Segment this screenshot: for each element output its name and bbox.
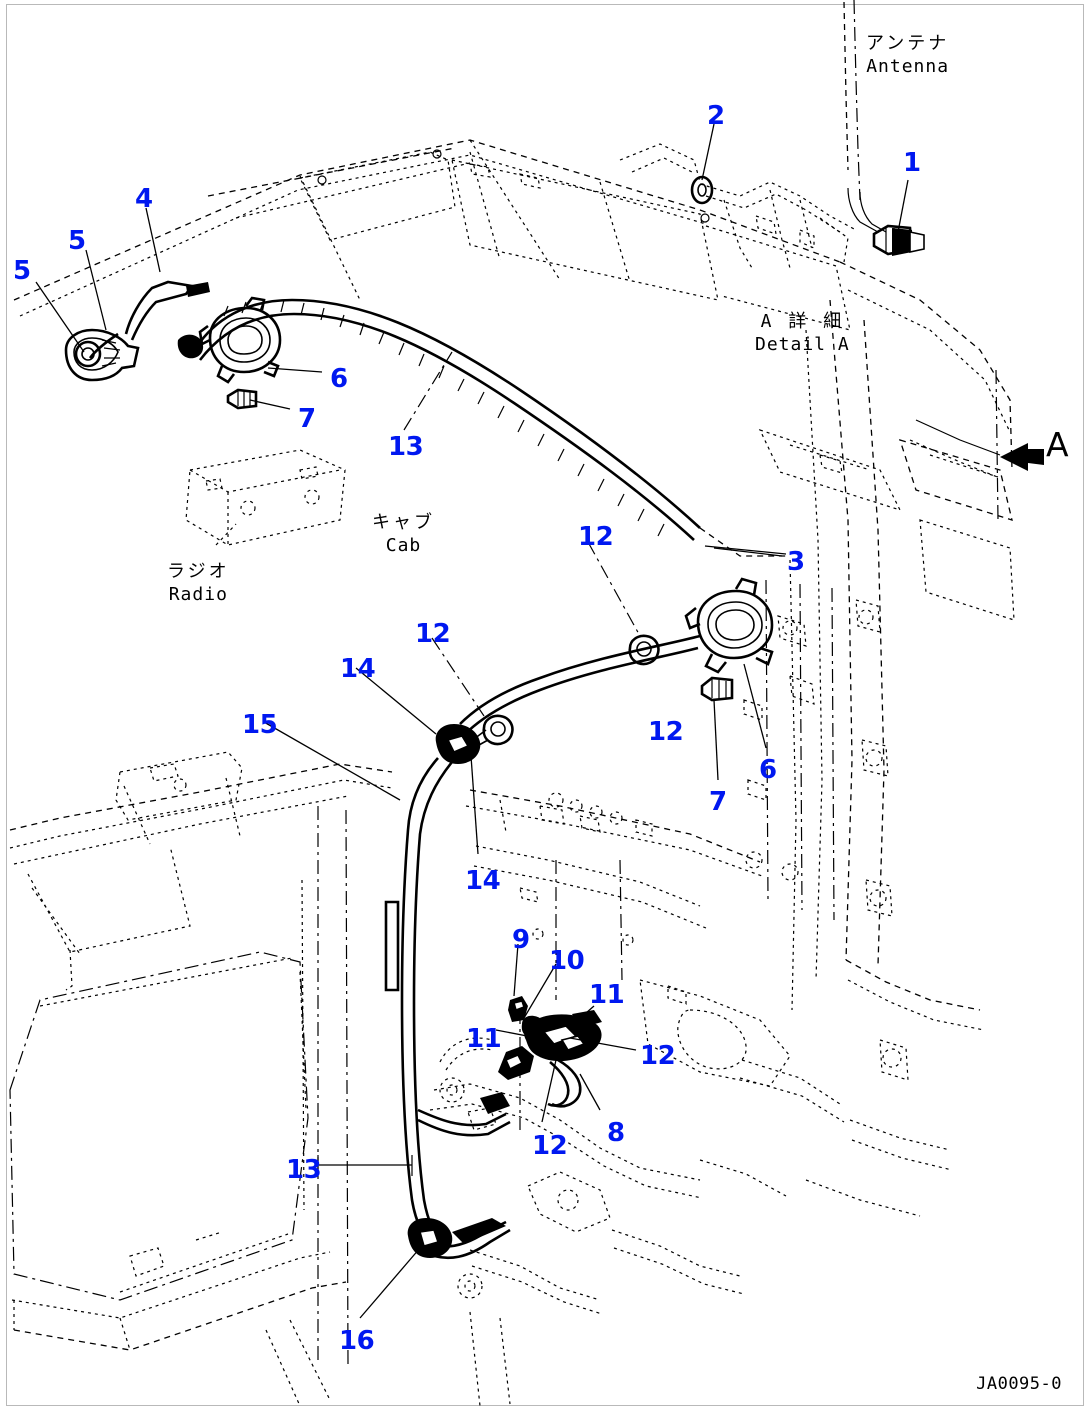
callout-number: 1	[903, 148, 921, 178]
callout-number: 5	[68, 226, 86, 256]
section-arrow-letter: A	[1046, 425, 1069, 464]
callout-number: 12	[532, 1131, 568, 1161]
callout-number: 4	[135, 184, 153, 214]
drawing-number: JA0095-0	[976, 1374, 1062, 1394]
callout-number: 14	[340, 654, 376, 684]
callout-number: 12	[415, 619, 451, 649]
callout-number: 8	[607, 1118, 625, 1148]
callout-number: 15	[242, 710, 278, 740]
callout-number: 6	[759, 755, 777, 785]
label-cab-en: Cab	[385, 535, 422, 556]
callout-number: 7	[298, 404, 316, 434]
callout-number: 6	[330, 364, 348, 394]
callout-number: 10	[549, 946, 585, 976]
label-detail-a-jp: A 詳 細	[760, 311, 845, 332]
label-antenna-en: Antenna	[866, 56, 950, 77]
callout-number: 2	[707, 101, 725, 131]
label-antenna: アンテナ Antenna	[866, 32, 949, 78]
callout-number: 12	[578, 522, 614, 552]
callout-number: 11	[466, 1024, 502, 1054]
callout-number: 13	[286, 1155, 322, 1185]
callout-number: 13	[388, 432, 424, 462]
callout-number: 7	[709, 787, 727, 817]
label-antenna-jp: アンテナ	[866, 33, 950, 54]
callout-number: 12	[640, 1041, 676, 1071]
callout-number: 16	[339, 1326, 375, 1356]
label-cab-jp: キャブ	[372, 512, 435, 533]
callout-number: 9	[512, 925, 530, 955]
callout-number: 14	[465, 866, 501, 896]
label-detail-a-en: Detail A	[755, 334, 850, 355]
callout-number: 3	[787, 547, 805, 577]
callout-number: 5	[13, 256, 31, 286]
label-radio-jp: ラジオ	[167, 561, 230, 582]
label-cab: キャブ Cab	[372, 511, 435, 557]
label-radio: ラジオ Radio	[167, 560, 230, 606]
callout-number: 12	[648, 717, 684, 747]
label-radio-en: Radio	[168, 584, 228, 605]
callout-number: 11	[589, 980, 625, 1010]
label-detail-a: A 詳 細 Detail A	[755, 310, 850, 356]
